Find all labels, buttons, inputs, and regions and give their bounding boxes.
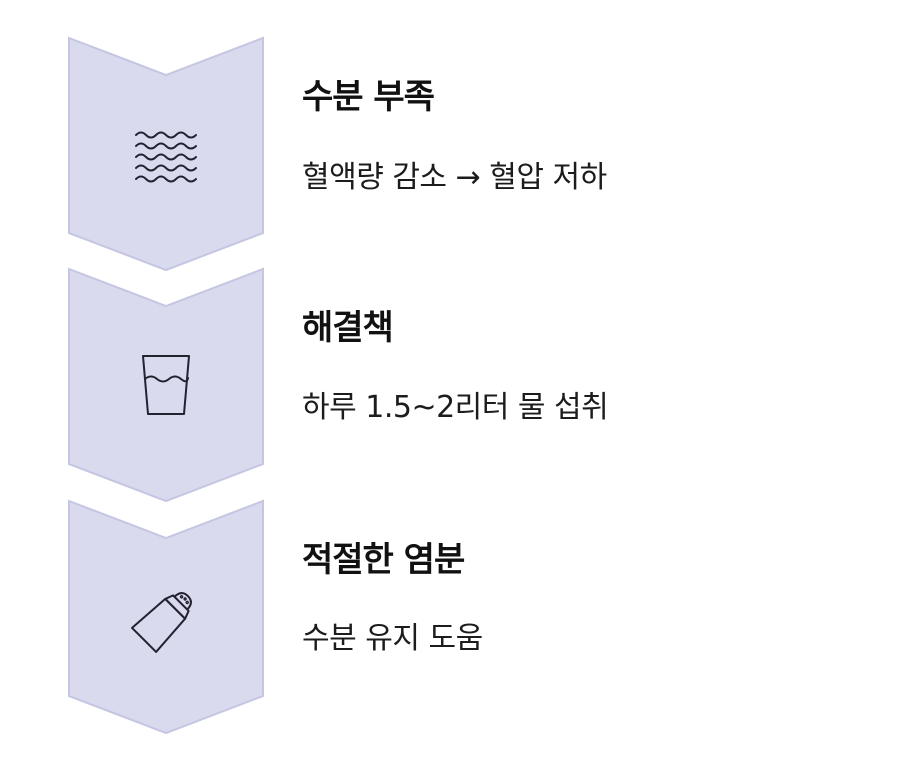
step-description: 수분 유지 도움 (302, 621, 483, 656)
chevron-shape (68, 267, 264, 503)
chevron-shape (68, 499, 264, 735)
salt-shaker-icon (131, 583, 201, 653)
step-solution: 해결책 하루 1.5~2리터 물 섭취 (0, 267, 898, 503)
step-title: 수분 부족 (302, 77, 435, 117)
step-title: 해결책 (302, 308, 394, 348)
step-title: 적절한 염분 (302, 540, 465, 580)
step-salt: 적절한 염분 수분 유지 도움 (0, 499, 898, 735)
water-glass-icon (131, 350, 201, 420)
step-description: 혈액량 감소 → 혈압 저하 (302, 160, 607, 195)
chevron-shape (68, 36, 264, 272)
step-dehydration: 수분 부족 혈액량 감소 → 혈압 저하 (0, 36, 898, 272)
step-description: 하루 1.5~2리터 물 섭취 (302, 390, 609, 425)
water-waves-icon (131, 122, 201, 192)
